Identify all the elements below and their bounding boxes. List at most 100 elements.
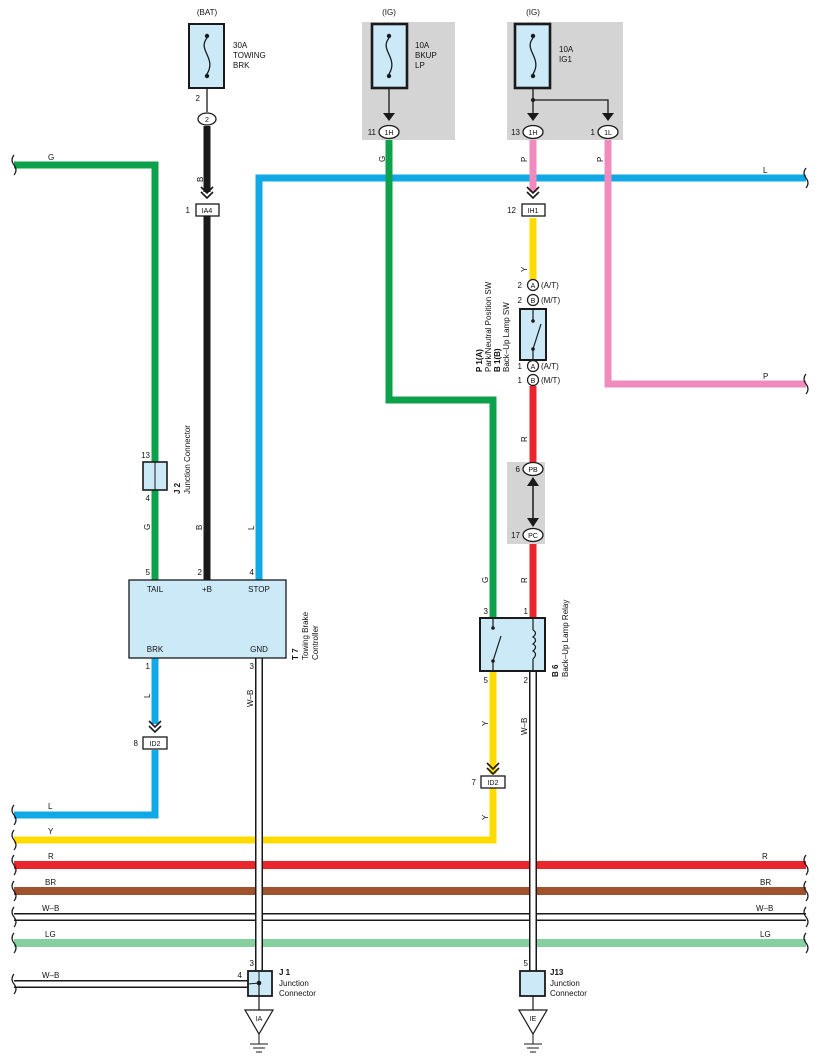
connector-ia4: [195, 203, 220, 217]
label-l-top: L: [763, 166, 768, 175]
connector-1l-label: 1L: [604, 130, 612, 137]
t7-label-tail: TAIL: [147, 585, 164, 594]
label-y-bottom: Y: [48, 827, 54, 836]
t7-pin-stop: 4: [250, 568, 255, 577]
ground-ie-label: IE: [530, 1016, 537, 1023]
j1-name1: Junction: [279, 979, 309, 988]
label-y-id2: Y: [481, 814, 490, 820]
fuse-bkup-name1: BKUP: [415, 51, 437, 60]
j2-pin-bottom: 4: [146, 494, 151, 503]
label-lg-right: LG: [760, 930, 771, 939]
label-b-vert: B: [196, 177, 205, 182]
j2-id: J 2: [173, 482, 182, 494]
arrow-1h-left-icon: [383, 113, 395, 121]
j1-pin-left: 4: [238, 971, 243, 980]
fuse-bkup-name2: LP: [415, 61, 425, 70]
t7-name1: Towing Brake: [301, 611, 310, 660]
label-wb-gnd: W–B: [246, 690, 255, 707]
fuse-towing-name2: BRK: [233, 61, 250, 70]
connector-2-oval: [197, 112, 217, 126]
connector-1h-right-label: 1H: [529, 130, 538, 137]
label-r-right: R: [762, 852, 768, 861]
t7-controller-box: [128, 579, 287, 659]
j13-pin-top: 5: [524, 959, 529, 968]
j13-name1: Junction: [550, 979, 580, 988]
ground-ie-icon: [517, 1009, 549, 1053]
t7-label-brk: BRK: [147, 645, 164, 654]
t7-pin-brk: 1: [146, 662, 151, 671]
wire-blue-top: [255, 174, 806, 582]
fuse-towing-source: (BAT): [197, 8, 218, 17]
t7-pin-b: 2: [198, 568, 203, 577]
fuse-ig1: [513, 22, 609, 120]
relay-pin2: 2: [524, 676, 529, 685]
arrow-up-icon: [527, 477, 539, 486]
j2-pin-top: 13: [141, 451, 150, 460]
wire-pink-right: [604, 140, 806, 388]
switch-id-p: P 1(A): [475, 349, 484, 372]
relay-pin5: 5: [484, 676, 489, 685]
switch-pin1-a: 1: [518, 362, 523, 371]
switch-pin1-b: 1: [518, 376, 523, 385]
fuse-ig1-source: (IG): [526, 8, 540, 17]
connector-pc-pin: 17: [511, 531, 520, 540]
connector-ih1-pin: 12: [507, 206, 516, 215]
switch-pin2-b: 2: [518, 296, 523, 305]
switch-id-b: B 1(B): [493, 348, 502, 372]
ground-ia-label: IA: [256, 1016, 263, 1023]
connector-1h-right-pin: 13: [511, 128, 520, 137]
t7-id: T 7: [291, 648, 300, 660]
chevron-ih1-icon: [526, 186, 540, 200]
relay-name: Back–Up Lamp Relay: [561, 600, 570, 677]
connector-1h-left-pin: 11: [368, 128, 377, 137]
label-p-right: P: [763, 372, 768, 381]
j13-id: J13: [550, 968, 564, 977]
label-g-j2: G: [143, 524, 152, 530]
wire-yellow-bottom: [14, 671, 497, 844]
t7-label-gnd: GND: [250, 645, 268, 654]
connector-1l-pin: 1: [591, 128, 596, 137]
switch-at-top: (A/T): [541, 281, 559, 290]
label-p-1l: P: [596, 157, 605, 162]
label-wb-right: W–B: [756, 904, 773, 913]
label-r-switch: R: [520, 436, 529, 442]
switch-b-top: B: [531, 298, 536, 305]
wire-green-backup: [385, 140, 497, 618]
connector-1l: [597, 124, 619, 140]
label-g-1h: G: [378, 156, 387, 162]
fuse-bkup-rating: 10A: [415, 41, 430, 50]
switch-at-bottom: (A/T): [541, 362, 559, 371]
connector-pc-label: PC: [528, 533, 538, 540]
label-br-right: BR: [760, 878, 771, 887]
label-g-top: G: [48, 153, 54, 162]
connector-ia4-label: IA4: [202, 208, 213, 215]
label-b-t7: B: [195, 525, 204, 530]
j1-connector: [247, 970, 273, 1010]
fuse-ig1-name1: IG1: [559, 55, 572, 64]
ground-ia-icon: [243, 1009, 275, 1053]
arrow-1l-icon: [602, 113, 614, 121]
t7-name2: Controller: [311, 625, 320, 660]
connector-pb-label: PB: [528, 467, 538, 474]
fuse-towing-name1: TOWING: [233, 51, 266, 60]
switch-a-bottom: A: [531, 364, 536, 371]
arrow-down-icon: [527, 518, 539, 527]
j1-id: J 1: [279, 968, 291, 977]
label-y-relay: Y: [481, 720, 490, 726]
connector-1h-left: [378, 124, 400, 140]
switch-mt-bottom: (M/T): [541, 376, 560, 385]
label-wb-left: W–B: [42, 904, 59, 913]
switch-name-b: Back–Up Lamp SW: [502, 302, 511, 372]
connector-pc: [522, 527, 544, 543]
j1-name2: Connector: [279, 989, 316, 998]
chevron-ia4-icon: [200, 186, 214, 200]
connector-1h-right: [522, 124, 544, 140]
j1-pin-top: 3: [250, 959, 255, 968]
j13-name2: Connector: [550, 989, 587, 998]
connector-1h-left-label: 1H: [385, 130, 394, 137]
connector-2-label: 2: [205, 117, 209, 124]
label-r-left: R: [48, 852, 54, 861]
label-p-1h: P: [520, 157, 529, 162]
connector-id2-left-label: ID2: [150, 741, 161, 748]
label-g-relay: G: [481, 577, 490, 583]
